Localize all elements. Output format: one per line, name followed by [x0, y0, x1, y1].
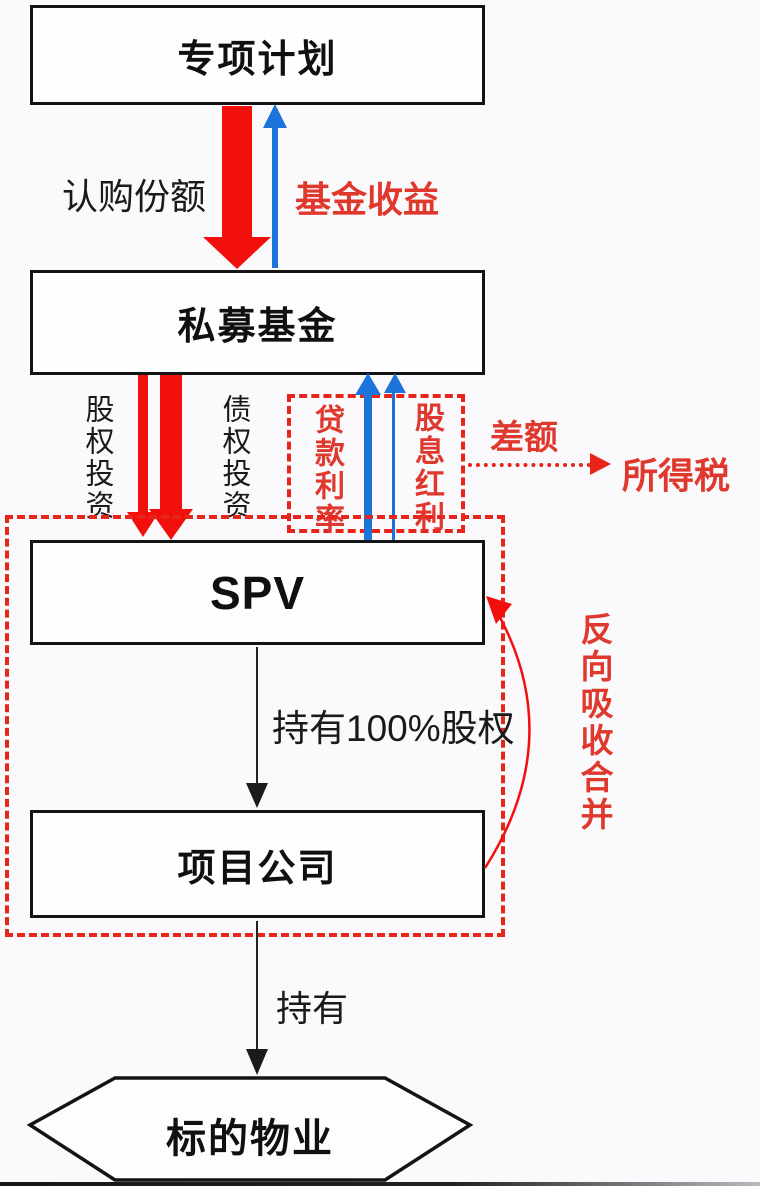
node-project-company: 项目公司 — [30, 810, 485, 918]
arrow-head — [384, 373, 406, 393]
red-curved-arrow-reverse-merger — [483, 596, 531, 869]
node-private-fund: 私募基金 — [30, 270, 485, 375]
node-spv: SPV — [30, 540, 485, 645]
arrow-shaft — [160, 375, 182, 511]
node-target-property-label: 标的物业 — [166, 1117, 334, 1161]
arrow-shaft — [222, 106, 252, 239]
arrow-head — [246, 783, 268, 808]
dashed-frame-returns — [287, 394, 465, 533]
arrow-head — [263, 104, 287, 128]
label-hold-100-equity: 持有100%股权 — [272, 708, 515, 749]
arrow-shaft — [272, 126, 278, 268]
arrow-shaft — [468, 463, 591, 467]
label-dividend: 股息红利 — [410, 402, 443, 534]
label-subscribe-shares: 认购份额 — [62, 176, 207, 217]
arrow-shaft — [392, 392, 395, 540]
arrow-shaft — [364, 394, 372, 540]
node-special-plan: 专项计划 — [30, 5, 485, 105]
label-fund-income: 基金收益 — [295, 179, 440, 220]
arrow-shaft — [256, 921, 258, 1051]
arrow-shaft — [138, 375, 148, 514]
label-hold: 持有 — [276, 988, 349, 1029]
bottom-edge-strip — [0, 1182, 760, 1186]
dashed-frame-merger-scope — [5, 515, 505, 937]
label-loan-interest: 贷款利率 — [310, 404, 343, 536]
node-target-property-hexagon — [26, 1076, 474, 1182]
arrow-shaft — [256, 647, 258, 785]
arrow-head — [355, 373, 381, 395]
label-reverse-merger: 反向吸收合并 — [576, 612, 613, 834]
label-income-tax: 所得税 — [622, 455, 731, 496]
arrow-head — [246, 1049, 268, 1075]
arrow-head — [590, 453, 611, 475]
arrow-head — [149, 509, 193, 540]
label-difference: 差额 — [490, 419, 558, 457]
label-debt-investment: 债权投资 — [218, 394, 250, 522]
label-equity-investment: 股权投资 — [81, 394, 113, 522]
arrow-head — [203, 237, 271, 269]
